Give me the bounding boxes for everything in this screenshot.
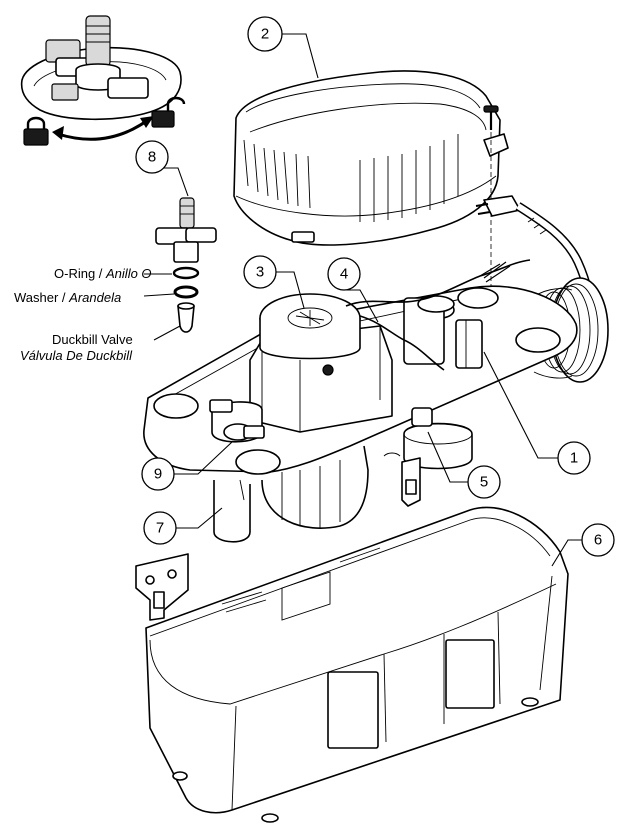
svg-text:2: 2 <box>261 26 269 43</box>
reservoir-tank <box>145 506 569 823</box>
discharge-outlet <box>209 399 265 443</box>
label-duckbill-valve: Duckbill Valve Válvula De Duckbill <box>20 325 181 363</box>
callout-6: 6 <box>551 523 615 567</box>
svg-text:Washer / Arandela: Washer / Arandela <box>14 290 121 305</box>
duckbill-valve <box>177 302 195 333</box>
o-ring <box>172 266 200 280</box>
callout-8: 8 <box>135 140 189 197</box>
padlock-closed-icon <box>23 116 49 146</box>
float-magnet <box>383 407 473 470</box>
hanging-bracket-right <box>401 457 421 507</box>
impeller-housing <box>259 293 361 360</box>
padlock-open-icon <box>151 96 186 128</box>
pump-body <box>213 445 369 543</box>
hanging-bracket-left <box>135 553 189 621</box>
label-o-ring: O-Ring / Anillo O <box>54 266 172 281</box>
svg-text:O-Ring / Anillo O: O-Ring / Anillo O <box>54 266 152 281</box>
svg-text:1: 1 <box>570 450 578 467</box>
svg-text:Válvula De Duckbill: Válvula De Duckbill <box>20 348 133 363</box>
cover-vents-right <box>359 134 459 222</box>
svg-text:9: 9 <box>154 466 162 483</box>
callout-1: 1 <box>483 351 591 475</box>
outlet-lock-detail <box>20 15 182 121</box>
svg-text:6: 6 <box>594 532 602 549</box>
callout-5: 5 <box>427 431 501 499</box>
wiring <box>345 259 531 371</box>
callout-3: 3 <box>243 255 305 309</box>
cover-vents-left <box>243 139 311 209</box>
pump-cover <box>233 70 509 246</box>
svg-text:4: 4 <box>340 266 348 283</box>
washer <box>173 285 199 299</box>
svg-text:Duckbill Valve: Duckbill Valve <box>52 332 133 347</box>
callout-4: 4 <box>327 257 379 323</box>
label-washer: Washer / Arandela <box>14 290 175 305</box>
callout-7: 7 <box>143 507 223 545</box>
callout-2: 2 <box>247 16 319 79</box>
svg-text:3: 3 <box>256 264 264 281</box>
outlet-fitting <box>155 197 217 263</box>
svg-text:8: 8 <box>148 149 156 166</box>
svg-text:7: 7 <box>156 520 164 537</box>
callout-9: 9 <box>141 441 233 491</box>
float-switch <box>403 295 483 369</box>
svg-text:5: 5 <box>480 474 488 491</box>
curved-double-arrow-icon <box>52 116 154 141</box>
